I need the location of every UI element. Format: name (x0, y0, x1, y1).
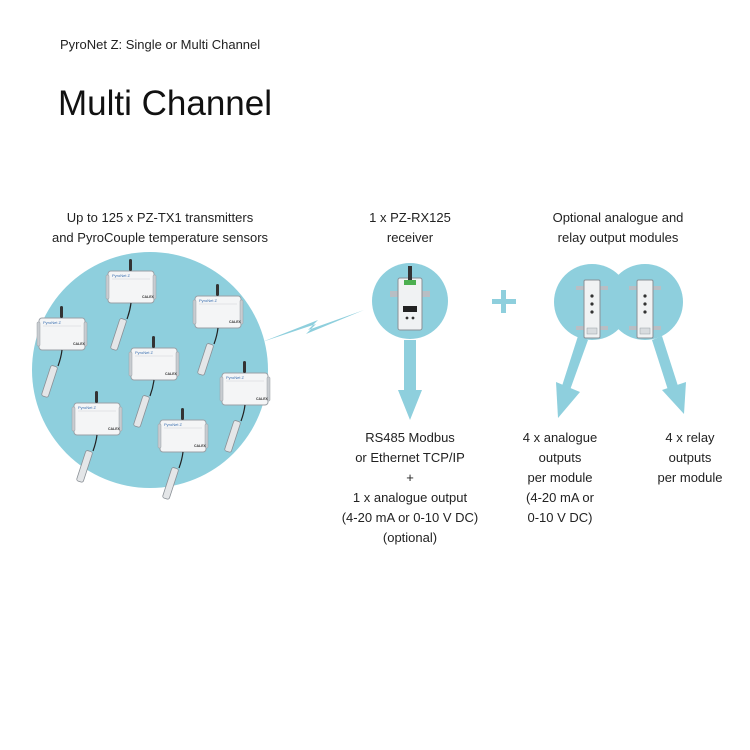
receiver-caption: 1 x PZ-RX125 receiver (369, 210, 451, 245)
relay-output-text: 4 x relay outputs per module (657, 430, 723, 485)
lightning-bolt-icon (262, 310, 364, 342)
page-title: Multi Channel (58, 84, 272, 123)
page-subtitle: PyroNet Z: Single or Multi Channel (60, 37, 261, 52)
receiver-output-text: RS485 Modbus or Ethernet TCP/IP + 1 x an… (341, 430, 479, 545)
plus-icon (492, 290, 516, 313)
modules-caption: Optional analogue and relay output modul… (552, 210, 684, 245)
relay-output-arrow-icon (652, 336, 686, 414)
receiver-output-arrow-icon (398, 340, 422, 420)
analogue-output-text: 4 x analogue outputs per module (4-20 mA… (522, 430, 598, 525)
receiver-device (390, 266, 430, 331)
analogue-output-arrow-icon (556, 336, 588, 418)
transmitters-caption: Up to 125 x PZ-TX1 transmitters and Pyro… (51, 210, 269, 245)
